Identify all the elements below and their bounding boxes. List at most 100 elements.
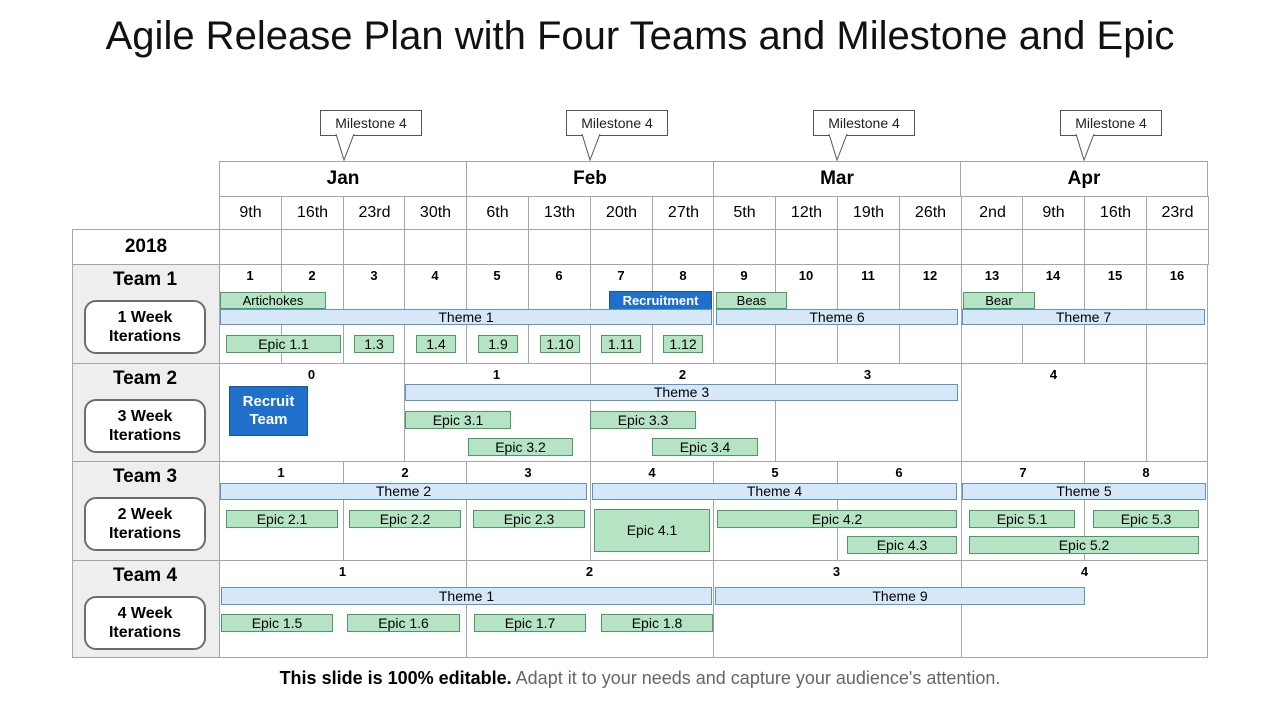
theme-bar: Theme 2	[220, 483, 587, 500]
iteration-number: 8	[1142, 465, 1150, 480]
epic-bar: 1.10	[540, 335, 580, 353]
epic-bar: Epic 3.2	[468, 438, 573, 456]
week-header: 13th	[528, 196, 591, 230]
year-row-cell	[466, 229, 529, 265]
grid-divider	[1084, 461, 1085, 561]
week-header: 12th	[775, 196, 838, 230]
year-row-cell	[775, 229, 838, 265]
grid-divider	[961, 363, 962, 462]
year-row-cell	[281, 229, 344, 265]
epic-bar: Epic 1.6	[347, 614, 460, 632]
year-row-cell	[837, 229, 900, 265]
milestone-callout: Milestone 4	[1060, 110, 1162, 136]
iteration-number: 13	[984, 268, 1000, 283]
epic-bar: Epic 3.4	[652, 438, 758, 456]
grid-divider	[961, 461, 962, 561]
epic-bar: Epic 1.5	[221, 614, 333, 632]
week-header: 2nd	[961, 196, 1024, 230]
grid-divider	[961, 264, 962, 364]
year-row-cell	[1022, 229, 1085, 265]
year-cell: 2018	[72, 229, 220, 265]
year-row-cell	[961, 229, 1024, 265]
week-header: 19th	[837, 196, 900, 230]
footer-text: Adapt it to your needs and capture your …	[511, 668, 1001, 688]
iteration-number: 9	[740, 268, 748, 283]
epic-bar: Epic 4.3	[847, 536, 957, 554]
iteration-number: 8	[679, 268, 687, 283]
week-header: 16th	[1084, 196, 1147, 230]
month-header: Feb	[466, 161, 714, 197]
team-name: Team 2	[112, 368, 178, 389]
grid-divider	[1146, 363, 1147, 462]
week-header: 26th	[899, 196, 962, 230]
grid-divider	[404, 363, 405, 462]
epic-bar: Epic 2.2	[349, 510, 461, 528]
milestone-pointer	[1075, 134, 1095, 162]
iteration-number: 5	[493, 268, 501, 283]
team-name: Team 3	[112, 466, 178, 487]
iteration-number: 15	[1107, 268, 1123, 283]
iteration-number: 11	[861, 268, 875, 283]
grid-divider	[713, 560, 714, 658]
epic-bar: Epic 3.3	[590, 411, 696, 429]
grid-divider	[466, 560, 467, 658]
year-row-cell	[1084, 229, 1147, 265]
grid-divider	[713, 461, 714, 561]
team-name: Team 1	[112, 269, 178, 290]
year-row-cell	[899, 229, 962, 265]
epic-bar: Epic 2.3	[473, 510, 585, 528]
year-row-cell	[652, 229, 715, 265]
epic-bar: 1.4	[416, 335, 456, 353]
epic-bar: Epic 5.1	[969, 510, 1075, 528]
iteration-number: 0	[307, 367, 316, 382]
epic-bar: Epic 4.2	[717, 510, 957, 528]
iteration-number: 7	[617, 268, 625, 283]
iteration-number: 2	[678, 367, 687, 382]
iteration-number: 5	[771, 465, 779, 480]
milestone-pointer	[828, 134, 848, 162]
week-header: 16th	[281, 196, 344, 230]
epic-bar: Epic 2.1	[226, 510, 338, 528]
year-row-cell	[343, 229, 406, 265]
theme-bar: Theme 4	[592, 483, 957, 500]
epic-bar: Artichokes	[220, 292, 326, 309]
iteration-number: 2	[401, 465, 409, 480]
iteration-number: 4	[648, 465, 656, 480]
epic-bar: 1.12	[663, 335, 703, 353]
month-header: Mar	[713, 161, 961, 197]
iteration-number: 7	[1019, 465, 1027, 480]
epic-bar: 1.9	[478, 335, 518, 353]
epic-bar: Bear	[963, 292, 1035, 309]
iteration-number: 6	[555, 268, 563, 283]
milestone-pointer	[581, 134, 601, 162]
team-name: Team 4	[112, 565, 178, 586]
iteration-number: 16	[1169, 268, 1185, 283]
week-header: 20th	[590, 196, 653, 230]
year-row-cell	[713, 229, 776, 265]
recruit-team-block: Recruit Team	[229, 386, 308, 436]
milestone-callout: Milestone 4	[320, 110, 422, 136]
milestone-callout: Milestone 4	[566, 110, 668, 136]
theme-bar: Theme 1	[220, 309, 712, 325]
iteration-number: 12	[922, 268, 938, 283]
epic-bar: Epic 4.1	[594, 509, 710, 552]
iteration-number: 2	[308, 268, 316, 283]
iteration-number: 3	[863, 367, 872, 382]
grid-divider	[713, 264, 714, 364]
iteration-number: 4	[1080, 564, 1089, 579]
footer-note: This slide is 100% editable. Adapt it to…	[0, 668, 1280, 689]
grid-divider	[590, 461, 591, 561]
theme-bar: Theme 6	[716, 309, 958, 325]
team-cadence: 1 Week Iterations	[84, 300, 206, 354]
iteration-number: 1	[246, 268, 254, 283]
epic-bar: Epic 1.8	[601, 614, 713, 632]
theme-bar: Theme 1	[221, 587, 712, 605]
epic-bar: 1.11	[601, 335, 641, 353]
iteration-number: 4	[431, 268, 439, 283]
theme-bar: Theme 5	[962, 483, 1206, 500]
epic-bar: Epic 5.3	[1093, 510, 1199, 528]
iteration-number: 14	[1045, 268, 1061, 283]
year-row-cell	[590, 229, 653, 265]
week-header: 9th	[1022, 196, 1085, 230]
iteration-number: 3	[832, 564, 841, 579]
